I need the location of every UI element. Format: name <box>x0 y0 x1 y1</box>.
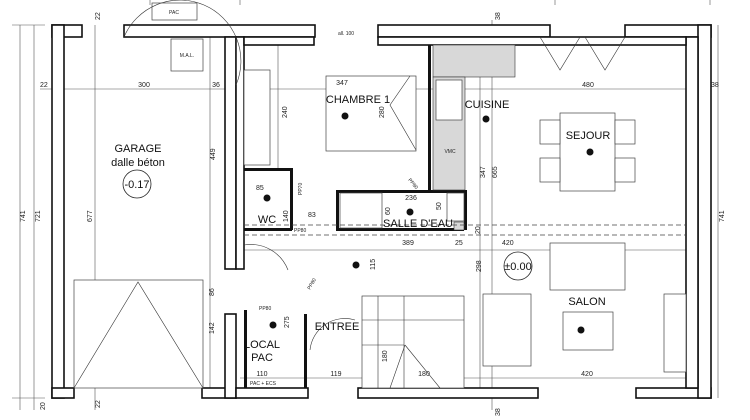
mal-label: M.A.L. <box>180 53 194 59</box>
dim-label: 721 <box>35 210 42 222</box>
room-labels: PAC M.A.L. GARAGE dalle béton -0.17 CHAM… <box>111 10 610 387</box>
pac-label: PAC <box>169 10 179 16</box>
dim-label: 20 <box>475 226 482 234</box>
dim-label: 142 <box>209 322 216 334</box>
dim-label: 38 <box>711 82 719 89</box>
dim-label: 22 <box>95 12 102 20</box>
dim-label: 50 <box>436 202 443 210</box>
dim-label: 347 <box>336 80 348 87</box>
light-point-icons <box>263 112 594 334</box>
salon-label: SALON <box>568 296 605 308</box>
dim-label: 86 <box>209 288 216 296</box>
dim-label: 60 <box>385 207 392 215</box>
door-label: PP80 <box>259 306 271 312</box>
entree-label: ENTREE <box>315 321 360 333</box>
cuisine-label: CUISINE <box>465 99 510 111</box>
dim-label: 38 <box>495 408 502 416</box>
dim-label: 20 <box>40 402 47 410</box>
dim-label: 275 <box>284 316 291 328</box>
dim-label: 25 <box>455 240 463 247</box>
local-pac-label: LOCAL <box>244 339 280 351</box>
furniture <box>73 0 687 389</box>
walls <box>51 24 712 399</box>
pac-ecs-label: PAC + ECS <box>250 381 277 387</box>
dim-label: 110 <box>256 371 267 378</box>
chambre-label: CHAMBRE 1 <box>326 94 390 106</box>
dim-label: 665 <box>492 166 499 178</box>
dim-label: 240 <box>282 106 289 118</box>
dim-label: 119 <box>330 371 341 378</box>
dim-label: 22 <box>40 82 48 89</box>
dim-label: 180 <box>382 350 389 362</box>
dim-label: 449 <box>210 148 217 160</box>
dim-label: 389 <box>402 240 414 247</box>
dim-label: 115 <box>370 259 377 270</box>
dim-label: 140 <box>283 210 290 222</box>
main-level: ±0.00 <box>504 261 531 273</box>
door-label: PP80 <box>294 228 306 234</box>
vmc-label: VMC <box>444 149 456 155</box>
dimension-labels: 22 22 22 300 36 347 38 38 480 38 240 280… <box>20 12 726 416</box>
local-pac-label-2: PAC <box>251 352 273 364</box>
window-label: all. 100 <box>338 31 354 37</box>
dim-label: 420 <box>581 371 593 378</box>
garage-level: -0.17 <box>124 179 149 191</box>
dim-label: 741 <box>719 210 726 222</box>
sejour-label: SEJOUR <box>566 130 611 142</box>
dim-label: 36 <box>212 82 220 89</box>
dim-label: 480 <box>582 82 594 89</box>
salle-eau-label: SALLE D'EAU <box>383 218 453 230</box>
dim-label: 85 <box>256 185 264 192</box>
door-label: PP80 <box>307 277 318 291</box>
dim-label: 236 <box>405 195 417 202</box>
garage-label: GARAGE <box>114 143 161 155</box>
dim-label: 300 <box>138 82 150 89</box>
wc-label: WC <box>258 214 276 226</box>
dim-label: 741 <box>20 210 27 222</box>
dim-label: 420 <box>502 240 514 247</box>
door-label: PP70 <box>298 183 304 195</box>
dim-label: 677 <box>87 210 94 222</box>
dim-label: 298 <box>476 260 483 272</box>
dim-label: 180 <box>418 371 430 378</box>
dim-label: 38 <box>495 12 502 20</box>
door-label: PP80 <box>406 177 419 190</box>
garage-sub-label: dalle béton <box>111 157 165 169</box>
dim-label: 280 <box>379 106 386 118</box>
dim-label: 83 <box>308 212 316 219</box>
dim-label: 22 <box>95 400 102 408</box>
dim-label: 347 <box>480 166 487 178</box>
